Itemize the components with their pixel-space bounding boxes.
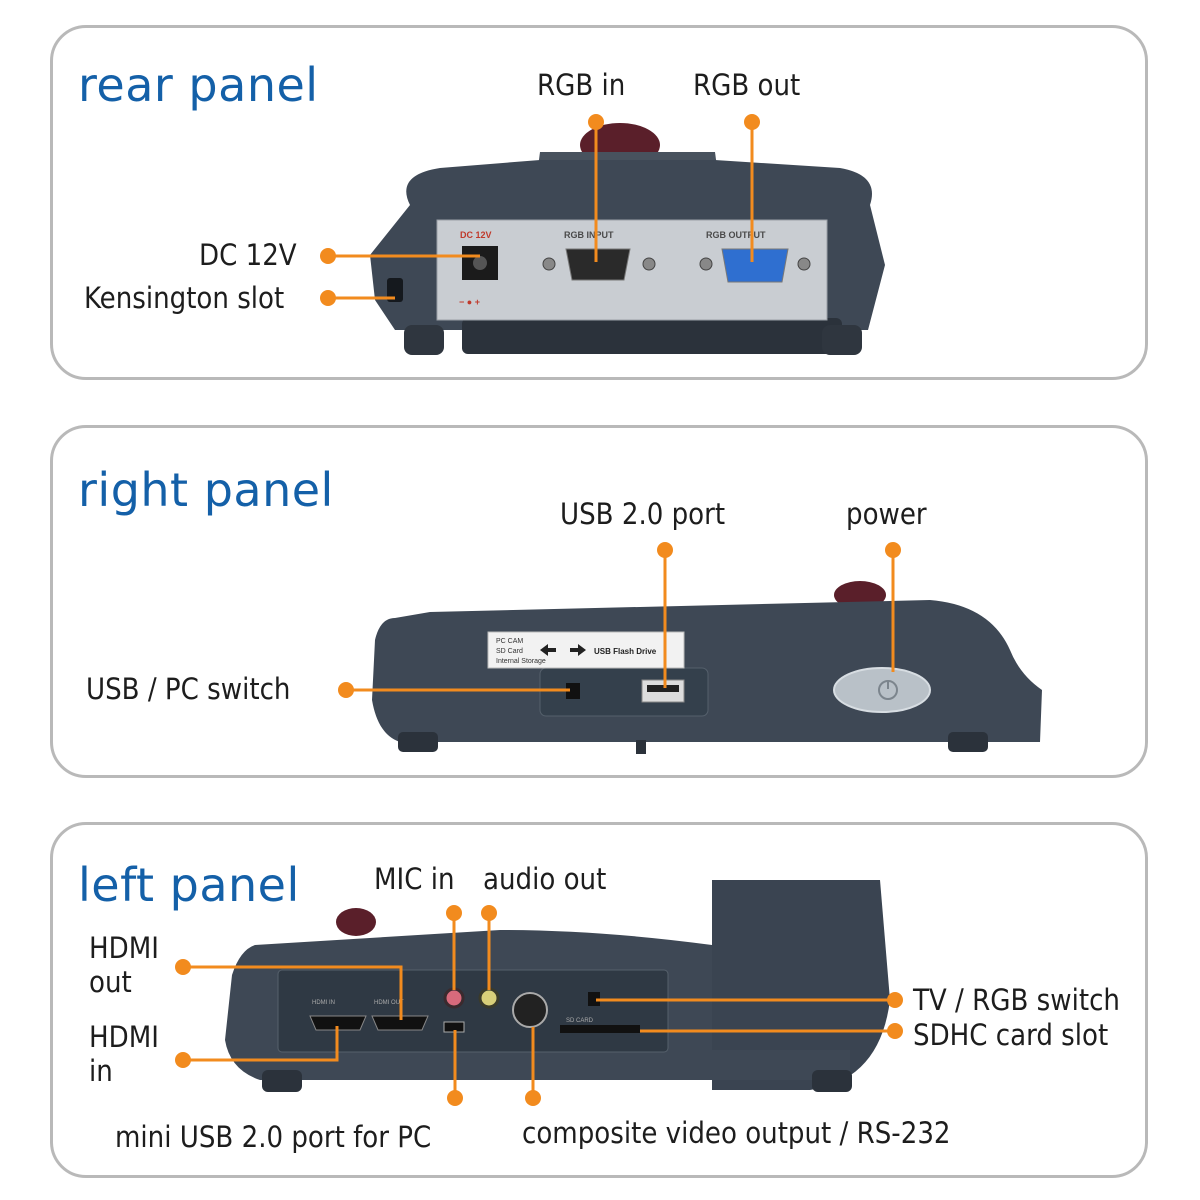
rgb-input-label: RGB INPUT	[564, 230, 614, 240]
rgb-out-screw-left	[699, 257, 713, 271]
foot-left-panel-1	[262, 1070, 302, 1092]
mic-in-jack	[443, 987, 465, 1009]
hdmi-in-print: HDMI IN	[312, 1000, 335, 1006]
polarity-symbol: − ● +	[459, 297, 480, 307]
sdhc-card-slot-label: SDHC card slot	[913, 1018, 1109, 1052]
right-leader-lines	[338, 542, 901, 698]
usb-pc-switch-label: USB / PC switch	[86, 672, 291, 706]
dc-12v-label: DC 12V	[199, 238, 297, 272]
center-peg	[636, 740, 646, 754]
hdmi-out-label-line1: HDMI	[89, 931, 159, 965]
rgb-out-connector	[721, 248, 789, 283]
rgb-in-screw-right	[642, 257, 656, 271]
hdmi-out-label-line2: out	[89, 965, 132, 999]
usb-pc-switch	[566, 683, 580, 699]
foot-right	[822, 325, 862, 355]
rear-leader-lines	[320, 114, 760, 306]
usb-port-label: USB 2.0 port	[560, 497, 726, 531]
kensington-slot-label: Kensington slot	[84, 281, 285, 315]
dc-jack-pin	[473, 256, 487, 270]
rgb-output-label: RGB OUTPUT	[706, 230, 766, 240]
rgb-out-screw-right	[797, 257, 811, 271]
power-button	[833, 667, 931, 713]
left-leader-lines	[183, 913, 895, 1098]
arrow-left-icon	[540, 644, 556, 656]
audio-out-jack	[478, 987, 500, 1009]
right-panel-title: right panel	[78, 463, 334, 517]
sticker-sd-card: SD Card	[496, 648, 523, 655]
hdmi-in-label-line1: HDMI	[89, 1020, 159, 1054]
rgb-out-label: RGB out	[693, 68, 801, 102]
foot-right-panel-2	[948, 732, 988, 752]
hdmi-in-port	[309, 1015, 367, 1031]
sticker-usb-flash-drive: USB Flash Drive	[594, 647, 657, 656]
sdhc-card-slot	[560, 1025, 640, 1033]
power-label: power	[846, 497, 927, 531]
foot-left	[404, 325, 444, 355]
device-base	[462, 318, 842, 354]
arrow-right-icon	[570, 644, 586, 656]
camera-arm	[712, 880, 890, 1090]
sticker-pc-cam: PC CAM	[496, 638, 523, 645]
dc-label: DC 12V	[460, 230, 492, 240]
composite-rs232-port	[512, 992, 548, 1028]
kensington-slot	[387, 278, 403, 302]
hdmi-in-label-line2: in	[89, 1054, 113, 1088]
rgb-in-label: RGB in	[537, 68, 626, 102]
left-panel-title: left panel	[78, 858, 300, 912]
usb-a-port-tongue	[647, 685, 679, 692]
camera-knob-left	[336, 908, 376, 936]
audio-out-label: audio out	[483, 862, 607, 896]
sd-card-print: SD CARD	[566, 1018, 594, 1024]
tv-rgb-switch-label: TV / RGB switch	[913, 983, 1120, 1017]
tv-rgb-switch	[588, 992, 600, 1006]
left-leader-dots	[175, 905, 903, 1106]
hdmi-out-port	[371, 1015, 429, 1031]
rear-panel-title: rear panel	[78, 58, 319, 112]
composite-video-label: composite video output / RS-232	[522, 1116, 951, 1150]
foot-right-panel-1	[398, 732, 438, 752]
mic-in-label: MIC in	[374, 862, 455, 896]
mini-usb-label: mini USB 2.0 port for PC	[115, 1120, 432, 1154]
hdmi-out-print: HDMI OUT	[374, 1000, 404, 1006]
rgb-in-screw-left	[542, 257, 556, 271]
sticker-internal-storage: Internal Storage	[496, 658, 546, 665]
foot-left-panel-2	[812, 1070, 852, 1092]
rgb-in-connector	[565, 248, 631, 281]
